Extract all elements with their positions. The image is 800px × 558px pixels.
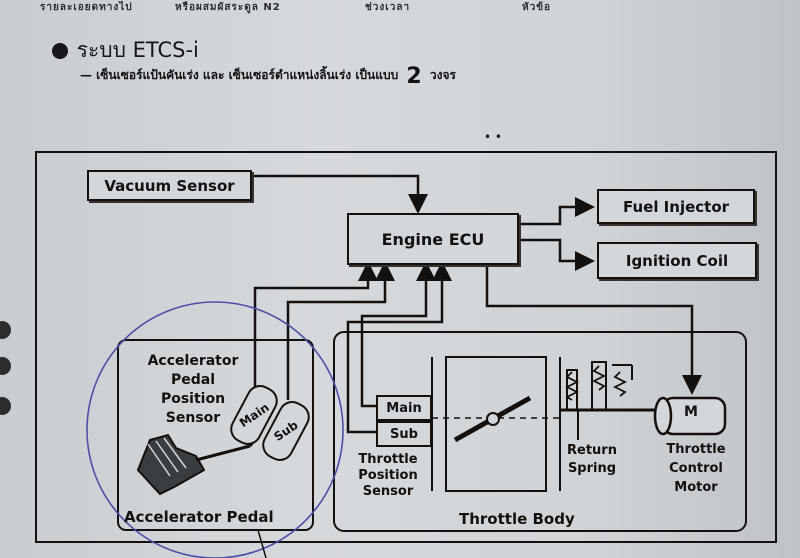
- wire-app-main: [253, 261, 378, 390]
- return-spring-label: Return Spring: [562, 442, 622, 478]
- app-sensor-line-2: Pedal: [170, 372, 216, 388]
- wire-ecu-ignition: [517, 238, 595, 271]
- app-main-label: Main: [236, 400, 272, 430]
- pen-circle: [86, 301, 344, 558]
- subtitle-prefix: — เซ็นเซอร์แป้นคันเร่ง และ เซ็นเซอร์ตำแห…: [80, 68, 399, 82]
- wire-ecu-motor: [485, 262, 702, 395]
- tps-line-2: Position: [358, 468, 418, 483]
- engine-ecu-box: Engine ECU: [347, 213, 519, 265]
- return-spring-line-1: Return: [567, 443, 617, 458]
- header-text-2: หรือผสมผัสระดูล N2: [175, 2, 281, 13]
- ignition-coil-box: Ignition Coil: [597, 242, 757, 279]
- throttle-body-frame: [333, 331, 747, 532]
- binder-holes: [0, 321, 11, 415]
- header-text-3: ช่วงเวลา: [365, 2, 411, 13]
- header-text-4: หัวข้อ: [522, 2, 552, 13]
- subtitle: — เซ็นเซอร์แป้นคันเร่ง และ เซ็นเซอร์ตำแห…: [80, 64, 456, 89]
- motor-letter: M: [684, 404, 698, 420]
- tps-line-1: Throttle: [358, 452, 418, 467]
- app-sub-label: Sub: [271, 417, 301, 445]
- page-title: ระบบ ETCS-i: [52, 34, 199, 67]
- accelerator-pedal-frame: [117, 339, 314, 531]
- motor-line-2: Control: [669, 461, 723, 476]
- accelerator-pedal-label: Accelerator Pedal: [124, 508, 274, 526]
- title-text: ระบบ ETCS-i: [76, 38, 199, 62]
- motor-line-1: Throttle: [666, 442, 726, 457]
- tps-label: Throttle Position Sensor: [348, 452, 428, 500]
- wire-vacuum-ecu: [250, 174, 428, 214]
- tps-main-box: Main: [376, 395, 432, 421]
- throttle-body-label: Throttle Body: [459, 510, 575, 528]
- motor-label: Throttle Control Motor: [656, 440, 736, 497]
- motor-line-3: Motor: [674, 480, 718, 495]
- return-spring-line-2: Spring: [567, 461, 617, 476]
- wire-tps-main: [360, 261, 436, 408]
- vacuum-sensor-box: Vacuum Sensor: [87, 170, 252, 201]
- tps-sub-box: Sub: [376, 421, 432, 447]
- fuel-injector-box: Fuel Injector: [597, 189, 755, 224]
- wire-app-sub: [286, 261, 395, 400]
- app-sensor-label: Accelerator Pedal Position Sensor: [143, 352, 243, 428]
- wire-ecu-injector: [517, 197, 595, 226]
- throttle-bore: [445, 356, 547, 492]
- app-sensor-line-1: Accelerator: [147, 353, 239, 369]
- decor-dots: • •: [484, 130, 502, 144]
- app-sensor-line-3: Position: [160, 391, 226, 407]
- tps-line-3: Sensor: [362, 484, 414, 499]
- circle-bullet-icon: [52, 43, 68, 59]
- outer-frame: [35, 151, 777, 543]
- app-sensor-line-4: Sensor: [165, 410, 221, 426]
- header-text-1: รายละเอยดทางไป: [40, 2, 133, 13]
- subtitle-number: 2: [406, 64, 422, 89]
- subtitle-suffix: วงจร: [429, 68, 456, 82]
- wire-tps-sub: [346, 261, 452, 434]
